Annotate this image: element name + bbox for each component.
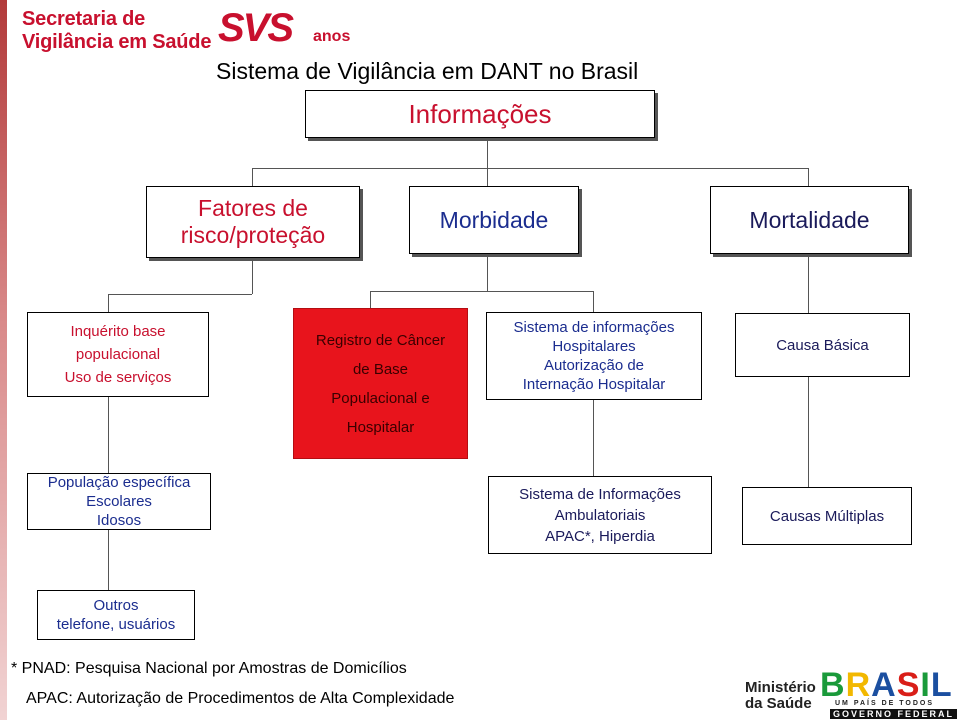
connector (808, 377, 809, 487)
cancer-line-2: de Base (352, 360, 409, 378)
connector (108, 397, 109, 473)
populacao-line-2: Escolares (86, 493, 152, 510)
brasil-wordmark: BRASIL (820, 666, 953, 704)
connector (593, 291, 594, 312)
cancer-line-4: Hospitalar (346, 418, 415, 436)
ministerio-line-2: da Saúde (745, 695, 812, 712)
ministerio-line-1: Ministério (745, 679, 816, 696)
sih-line-4: Internação Hospitalar (522, 376, 666, 393)
causas-multiplas-label: Causas Múltiplas (769, 507, 885, 525)
connector (108, 294, 109, 312)
fatores-line-1: Fatores de (198, 195, 308, 221)
footnote-pnad: * PNAD: Pesquisa Nacional por Amostras d… (11, 660, 407, 677)
sih-line-3: Autorização de (543, 357, 645, 374)
fatores-line-2: risco/proteção (180, 222, 326, 248)
connector (487, 255, 488, 291)
outros-line-2: telefone, usuários (56, 616, 176, 633)
sia-line-1: Sistema de Informações (519, 485, 681, 503)
box-sih: Sistema de informações Hospitalares Auto… (486, 312, 702, 400)
page-title: Sistema de Vigilância em DANT no Brasil (216, 58, 639, 84)
connector (593, 400, 594, 476)
svs-logo-anos: anos (313, 28, 351, 45)
box-sia: Sistema de Informações Ambulatoriais APA… (488, 476, 712, 554)
causa-basica-label: Causa Básica (776, 336, 869, 354)
connector (108, 294, 252, 295)
brasil-governo-logo: BRASIL (820, 666, 953, 710)
outros-line-1: Outros (93, 597, 139, 614)
box-inquerito-populacional: Inquérito base populacional Uso de servi… (27, 312, 209, 397)
svs-logo-text: Secretaria de Vigilância em Saúde (22, 8, 211, 54)
box-causas-multiplas: Causas Múltiplas (742, 487, 912, 545)
populacao-line-3: Idosos (96, 512, 142, 529)
ministerio-saude-logo: Ministério da Saúde (745, 680, 816, 712)
brasil-subtitle: UM PAÍS DE TODOS (835, 700, 935, 707)
logo-line-1: Secretaria de (22, 8, 146, 30)
cancer-line-3: Populacional e (331, 389, 430, 407)
logo-line-2: Vigilância em Saúde (22, 31, 212, 53)
connector (487, 138, 488, 188)
governo-federal-label: GOVERNO FEDERAL (830, 709, 958, 719)
populacao-line-1: População específica (47, 474, 191, 491)
inquerito-line-2: populacional (75, 346, 161, 363)
box-causa-basica: Causa Básica (735, 313, 910, 377)
sia-line-2: Ambulatoriais (554, 506, 646, 524)
box-registro-cancer: Registro de Câncer de Base Populacional … (293, 308, 468, 459)
connector (808, 255, 809, 313)
left-accent-bar (0, 0, 7, 720)
connector (808, 168, 809, 186)
category-mortalidade: Mortalidade (710, 186, 909, 254)
category-fatores-risco: Fatores de risco/proteção (146, 186, 360, 258)
box-outros: Outros telefone, usuários (37, 590, 195, 640)
root-label: Informações (408, 98, 552, 129)
inquerito-line-3: Uso de serviços (64, 369, 172, 386)
box-populacao-especifica: População específica Escolares Idosos (27, 473, 211, 530)
sih-line-1: Sistema de informações (513, 319, 675, 336)
category-morbidade: Morbidade (409, 186, 579, 254)
sia-line-3: APAC*, Hiperdia (545, 527, 655, 545)
footnote-apac: APAC: Autorização de Procedimentos de Al… (26, 690, 455, 707)
connector (108, 530, 109, 590)
mortalidade-label: Mortalidade (749, 206, 870, 233)
connector (370, 291, 593, 292)
connector (252, 258, 253, 294)
root-box-informacoes: Informações (305, 90, 655, 138)
cancer-line-1: Registro de Câncer (315, 331, 446, 349)
svs-logo-mark: SVS (218, 6, 294, 50)
connector (252, 168, 253, 186)
morbidade-label: Morbidade (439, 206, 549, 233)
inquerito-line-1: Inquérito base (70, 323, 166, 340)
sih-line-2: Hospitalares (552, 338, 636, 355)
connector (370, 291, 371, 308)
connector (252, 168, 808, 169)
